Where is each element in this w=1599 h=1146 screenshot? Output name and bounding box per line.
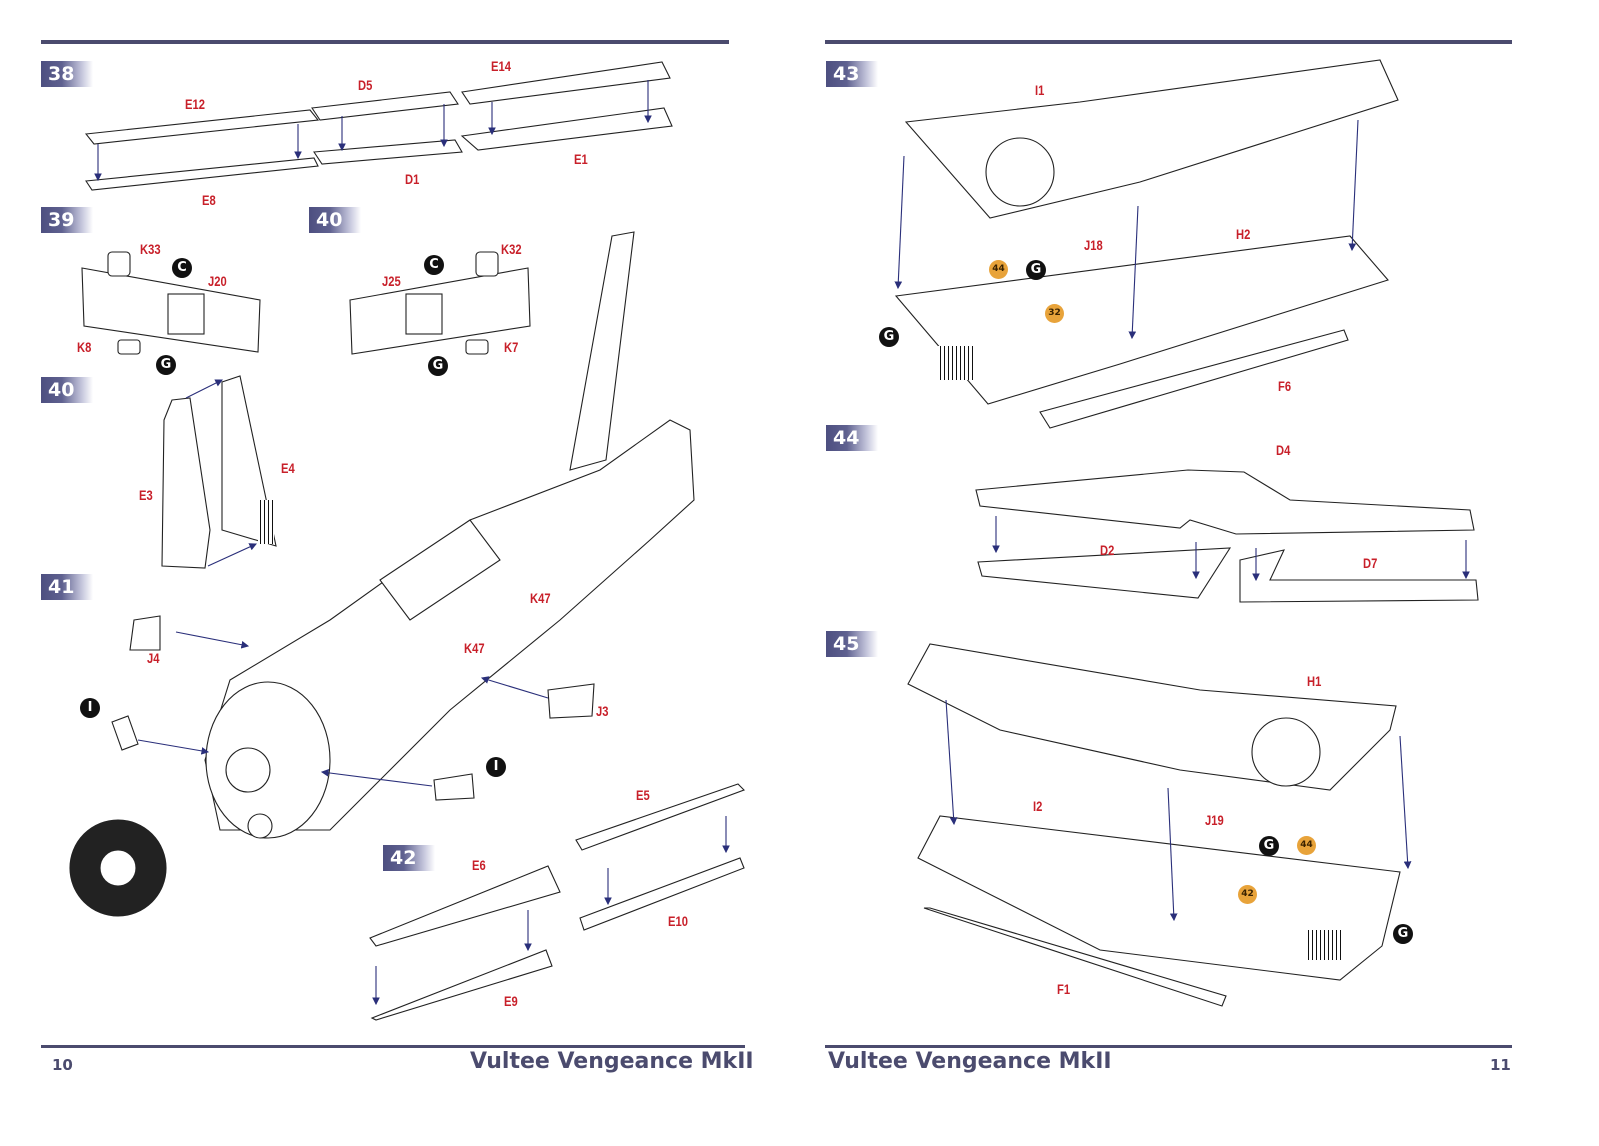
part-label-K32: K32: [501, 241, 522, 257]
sprue-marker-G: G: [156, 355, 176, 375]
sprue-marker-G: G: [1393, 924, 1413, 944]
part-label-E3: E3: [139, 487, 153, 503]
right-page-top-rule: [825, 40, 1512, 44]
part-label-H2: H2: [1236, 226, 1251, 242]
step38-drawing: [84, 61, 673, 191]
part-label-D4: D4: [1276, 442, 1291, 458]
part-label-E4: E4: [281, 460, 295, 476]
step43-drawing: [894, 59, 1399, 429]
step40-rudder-drawing: [161, 375, 277, 569]
part-label-E5: E5: [636, 787, 650, 803]
part-label-D7: D7: [1363, 555, 1378, 571]
step42-drawing: [369, 783, 745, 1021]
part-label-D2: D2: [1100, 542, 1115, 558]
right-page-number: 11: [1490, 1056, 1511, 1074]
part-label-E1: E1: [574, 151, 588, 167]
step40-panel-drawing: [349, 251, 531, 355]
step-ref-32: 32: [1045, 304, 1064, 323]
part-label-E14: E14: [491, 58, 511, 74]
sprue-marker-I: I: [80, 698, 100, 718]
step-43-badge: 43: [826, 61, 878, 87]
right-page-bottom-rule: [825, 1045, 1512, 1048]
step-42-badge: 42: [383, 845, 435, 871]
part-label-D5: D5: [358, 77, 373, 93]
left-page-bottom-rule: [41, 1045, 745, 1048]
step-38-badge: 38: [41, 61, 93, 87]
step39-drawing: [81, 251, 261, 355]
part-label-D1: D1: [405, 171, 420, 187]
sprue-marker-I: I: [486, 757, 506, 777]
part-label-I2: I2: [1033, 798, 1043, 814]
part-label-E10: E10: [668, 913, 688, 929]
part-label-J4: J4: [147, 650, 160, 666]
part-label-I1: I1: [1035, 82, 1045, 98]
part-label-J3: J3: [596, 703, 609, 719]
part-label-E8: E8: [202, 192, 216, 208]
part-label-J20: J20: [208, 273, 227, 289]
part-label-K47-lower: K47: [464, 640, 485, 656]
step-ref-42: 42: [1238, 885, 1257, 904]
step-45-badge: 45: [826, 631, 878, 657]
part-label-F6: F6: [1278, 378, 1292, 394]
step-40-rudder-badge: 40: [41, 377, 93, 403]
part-label-H1: H1: [1307, 673, 1322, 689]
sprue-marker-G: G: [428, 356, 448, 376]
part-label-J18: J18: [1084, 237, 1103, 253]
part-label-K8: K8: [77, 339, 92, 355]
left-page-footer-title: Vultee Vengeance MkII: [470, 1049, 754, 1074]
sprue-marker-G: G: [1259, 836, 1279, 856]
sprue-marker-C: C: [172, 258, 192, 278]
part-label-E12: E12: [185, 96, 205, 112]
part-label-K33: K33: [140, 241, 161, 257]
part-label-J25: J25: [382, 273, 401, 289]
step-ref-44: 44: [1297, 836, 1316, 855]
step45-drawing: [907, 643, 1412, 1007]
step-39-badge: 39: [41, 207, 93, 233]
part-label-E9: E9: [504, 993, 518, 1009]
sprue-marker-G: G: [879, 327, 899, 347]
sprue-marker-C: C: [424, 255, 444, 275]
step-41-badge: 41: [41, 574, 93, 600]
left-page-number: 10: [52, 1056, 73, 1074]
part-label-K47-upper: K47: [530, 590, 551, 606]
part-label-E6: E6: [472, 857, 486, 873]
step-ref-44: 44: [989, 260, 1008, 279]
step41-fuselage-drawing: [69, 231, 695, 917]
part-label-J19: J19: [1205, 812, 1224, 828]
step-44-badge: 44: [826, 425, 878, 451]
step44-drawing: [975, 469, 1479, 603]
part-label-K7: K7: [504, 339, 519, 355]
part-label-F1: F1: [1057, 981, 1071, 997]
step-40-badge: 40: [309, 207, 361, 233]
sprue-marker-G: G: [1026, 260, 1046, 280]
left-page-top-rule: [41, 40, 729, 44]
right-page-footer-title: Vultee Vengeance MkII: [828, 1049, 1112, 1074]
